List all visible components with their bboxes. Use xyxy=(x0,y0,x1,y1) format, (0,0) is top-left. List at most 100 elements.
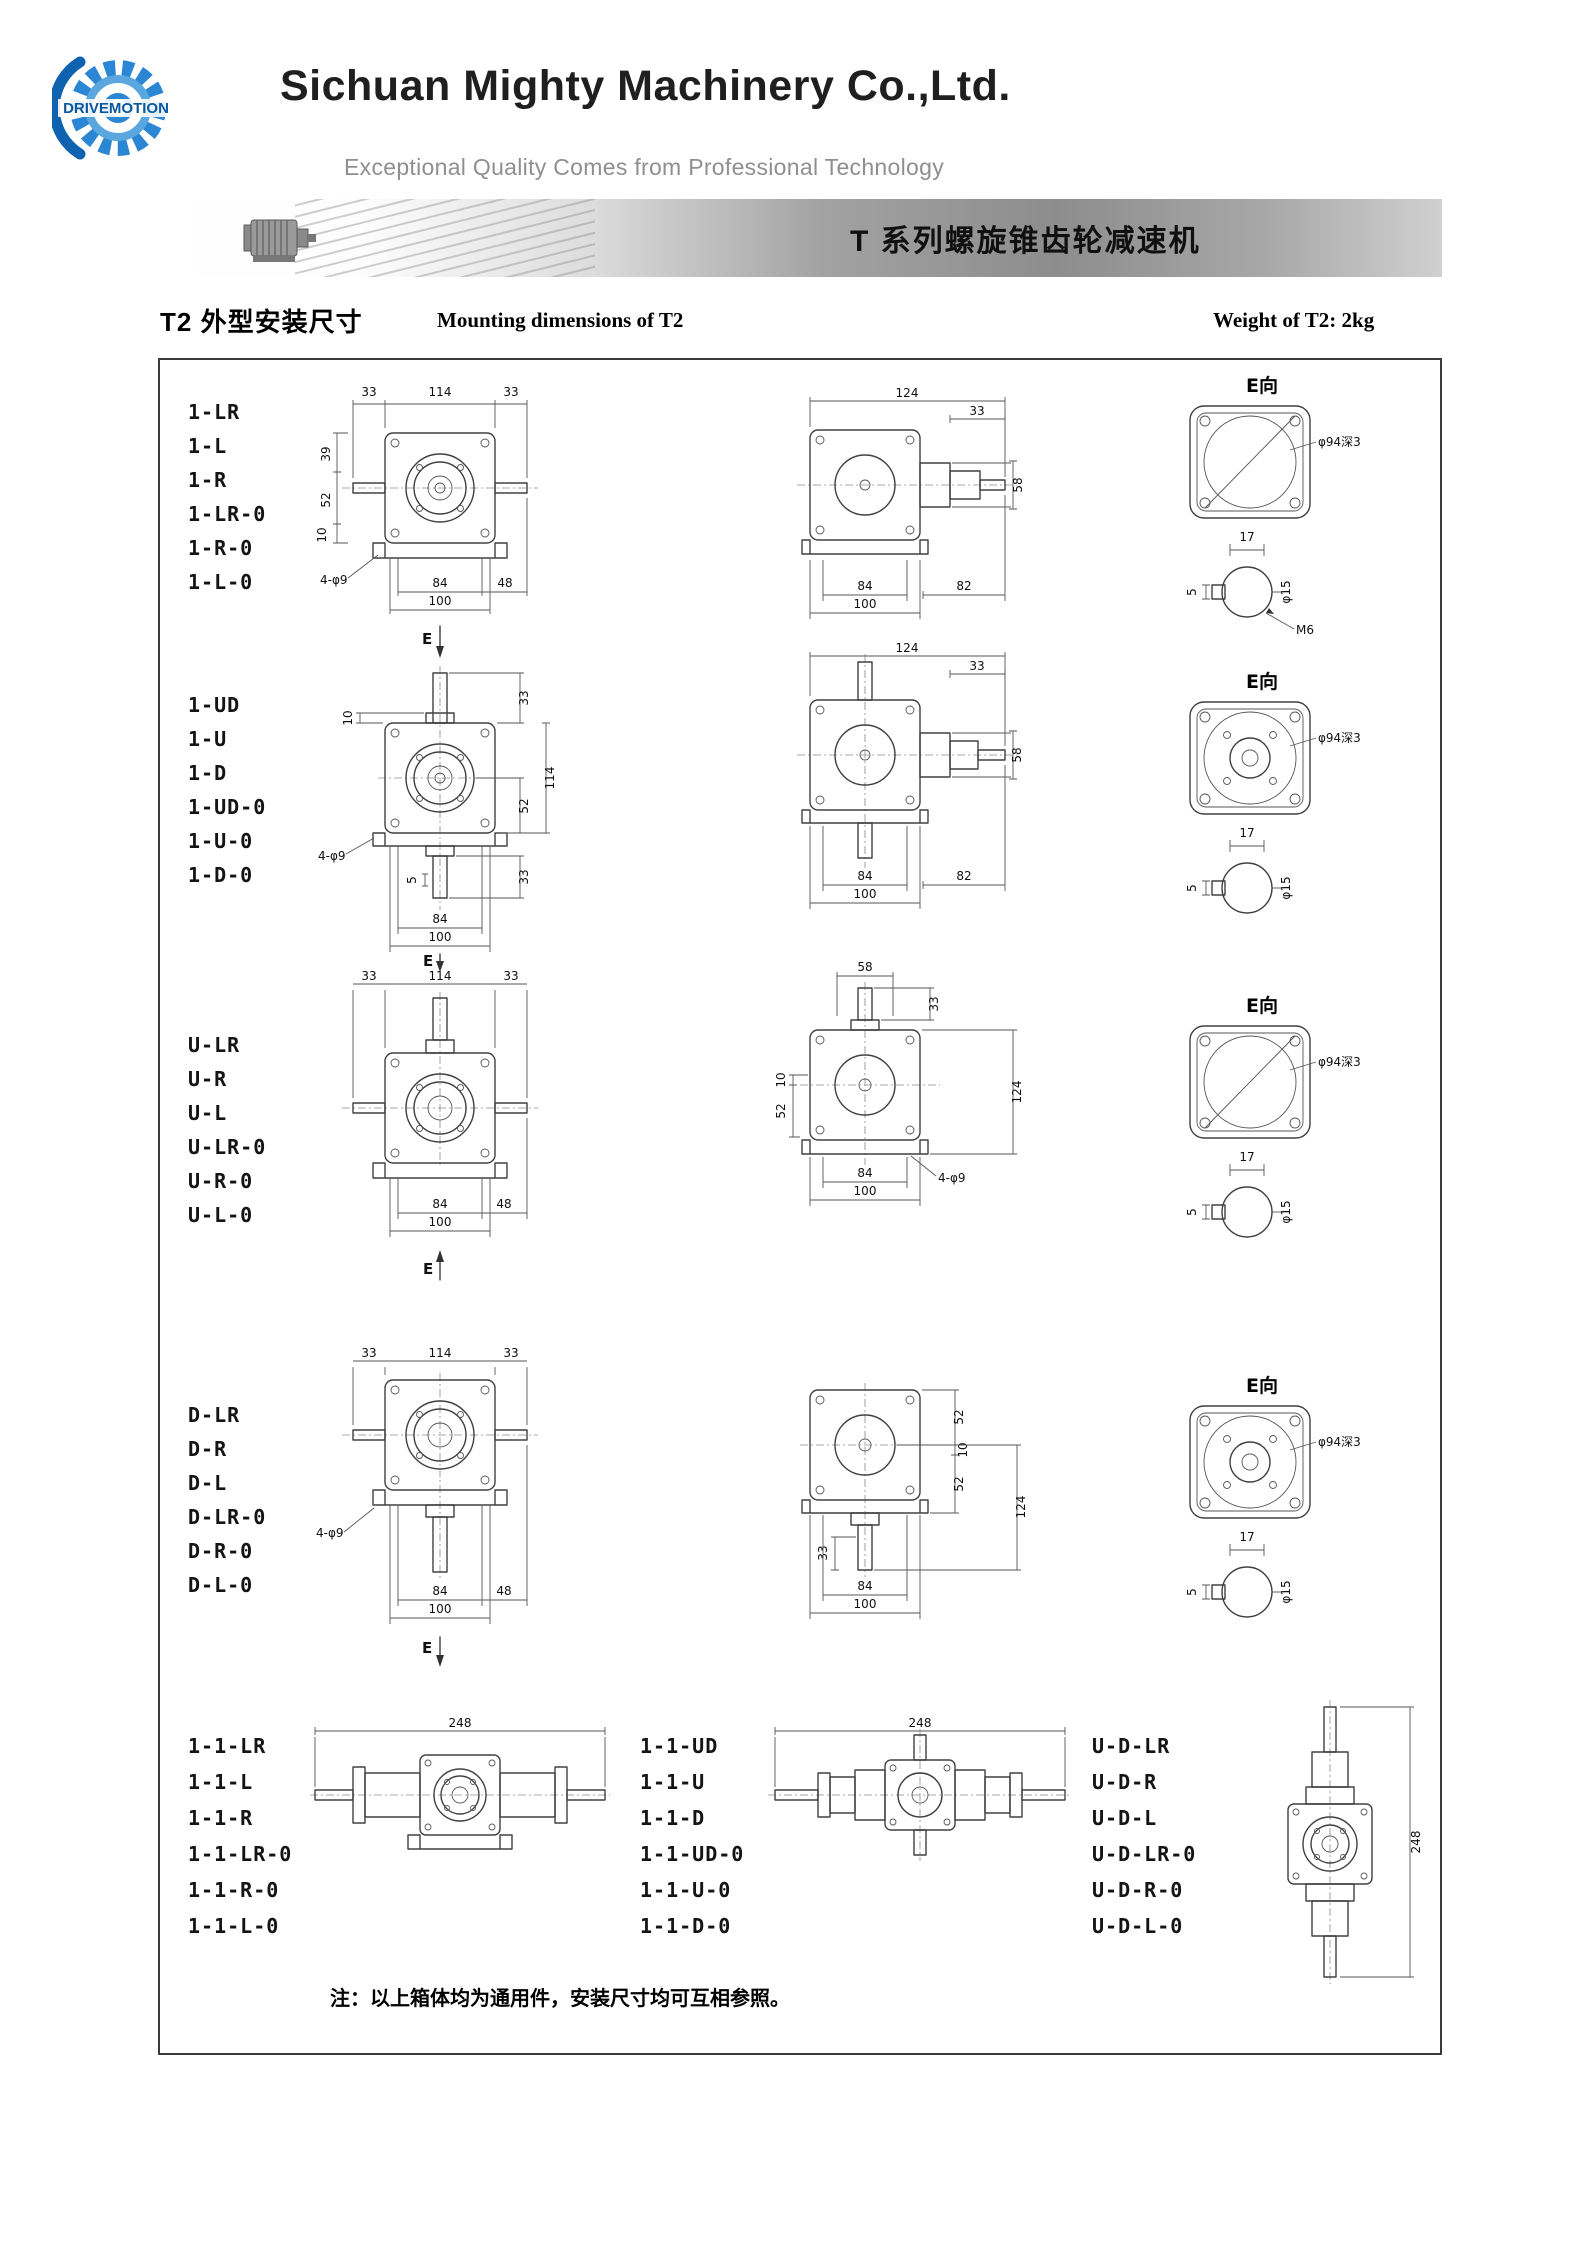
dim-label: 58 xyxy=(857,960,872,974)
dim-label: 84 xyxy=(432,1584,447,1598)
variant-label: U-L-0 xyxy=(188,1203,254,1227)
dim-label: 248 xyxy=(449,1716,472,1730)
shaft-end-detail xyxy=(1211,1186,1273,1238)
e-view-title: E向 xyxy=(1246,1374,1278,1397)
dim-label: 84 xyxy=(857,1579,872,1593)
dimensions: 248 xyxy=(1340,1706,1423,1978)
drawings-box xyxy=(158,358,1442,2055)
e-view-title: E向 xyxy=(1246,670,1278,693)
dimensions: 33 114 33 84 48 100 E xyxy=(352,969,528,1281)
dim-label: 100 xyxy=(854,887,877,901)
variant-labels-row3: U-LR U-R U-L U-LR-0 U-R-0 U-L-0 xyxy=(188,1028,266,1232)
drawing-dlr-side-view: 52 10 52 124 33 84 100 xyxy=(800,1383,1028,1619)
e-direction-label: E xyxy=(423,1260,433,1278)
company-name: Sichuan Mighty Machinery Co.,Ltd. xyxy=(280,62,1011,110)
drawing-ulr-front-view: 33 114 33 84 48 100 E xyxy=(342,969,538,1281)
drawing-11lr-view: 248 xyxy=(310,1716,610,1850)
dim-label: 84 xyxy=(857,1166,872,1180)
banner-stripes xyxy=(295,199,595,277)
dim-label: 124 xyxy=(1014,1496,1028,1519)
dim-label: 84 xyxy=(432,912,447,926)
dim-label: 100 xyxy=(429,1215,452,1229)
variant-label: 1-1-UD-0 xyxy=(640,1842,745,1866)
dim-label: 33 xyxy=(969,404,984,418)
drawing-dlr-e-view: E向 φ94深3 17 5 φ15 xyxy=(1185,1374,1361,1618)
dim-label: 100 xyxy=(854,597,877,611)
variant-label: U-R xyxy=(188,1067,228,1091)
variant-label: U-D-LR xyxy=(1092,1734,1171,1758)
dimensions: 248 xyxy=(314,1716,606,1787)
dim-label: 52 xyxy=(319,492,333,507)
gearbox-geometry xyxy=(800,982,940,1165)
variant-label: 1-D-0 xyxy=(188,863,254,887)
dim-label: 17 xyxy=(1239,1150,1254,1164)
weight-label: Weight of T2: 2kg xyxy=(1213,308,1375,332)
drawing-1lr-front-view: 33 114 33 39 52 10 4-φ9 84 48 100 E xyxy=(315,385,538,658)
dim-label: 33 xyxy=(927,996,941,1011)
dim-label: 17 xyxy=(1239,1530,1254,1544)
dim-label: 33 xyxy=(503,385,518,399)
dim-label: 248 xyxy=(1409,1831,1423,1854)
variant-label: 1-1-LR-0 xyxy=(188,1842,293,1866)
gearbox-geometry xyxy=(768,1729,1072,1861)
flange-face xyxy=(1189,1405,1311,1519)
variant-labels-row5-group1: 1-1-LR 1-1-L 1-1-R 1-1-LR-0 1-1-R-0 1-1-… xyxy=(188,1728,292,1944)
variant-labels-row4: D-LR D-R D-L D-LR-0 D-R-0 D-L-0 xyxy=(188,1398,266,1602)
gearbox-geometry xyxy=(1287,1700,1373,1984)
drawing-dlr-front-view: 33 114 33 4-φ9 84 48 100 E xyxy=(316,1346,538,1667)
variant-labels-row5-group3: U-D-LR U-D-R U-D-L U-D-LR-0 U-D-R-0 U-D-… xyxy=(1092,1728,1196,1944)
variant-label: 1-1-U-0 xyxy=(640,1878,732,1902)
gearbox-geometry xyxy=(342,992,538,1179)
dim-label: 48 xyxy=(496,1584,511,1598)
dim-label: 48 xyxy=(496,1197,511,1211)
dim-label: 100 xyxy=(429,1602,452,1616)
e-direction-label: E xyxy=(422,630,432,648)
dimensions: 124 33 58 84 82 100 xyxy=(809,641,1024,909)
dim-label: 114 xyxy=(429,1346,452,1360)
gearbox-geometry xyxy=(342,1373,538,1580)
dim-label: 5 xyxy=(1185,1208,1199,1216)
dim-label: 10 xyxy=(315,527,329,542)
variant-label: U-D-R xyxy=(1092,1770,1158,1794)
variant-label: 1-L-0 xyxy=(188,570,254,594)
variant-label: 1-1-LR xyxy=(188,1734,267,1758)
variant-label: U-R-0 xyxy=(188,1169,254,1193)
dim-label: 10 xyxy=(956,1442,970,1457)
variant-label: U-L xyxy=(188,1101,228,1125)
flange-face xyxy=(1189,701,1311,815)
drawing-1ud-e-view: E向 φ94深3 17 5 φ15 xyxy=(1185,670,1361,914)
product-banner: T 系列螺旋锥齿轮减速机 xyxy=(155,199,1442,277)
dim-label: φ94深3 xyxy=(1318,731,1361,745)
motor-icon xyxy=(243,219,316,262)
variant-labels-row5-group2: 1-1-UD 1-1-U 1-1-D 1-1-UD-0 1-1-U-0 1-1-… xyxy=(640,1728,744,1944)
variant-label: D-R-0 xyxy=(188,1539,254,1563)
variant-label: 1-R xyxy=(188,468,228,492)
drawing-ulr-e-view: E向 φ94深3 17 5 φ15 xyxy=(1185,994,1361,1238)
dim-label: 5 xyxy=(405,876,419,884)
dim-label: φ94深3 xyxy=(1318,435,1361,449)
dim-label: 52 xyxy=(517,798,531,813)
dimensions: 124 33 58 84 82 100 xyxy=(809,386,1025,619)
variant-label: D-L-0 xyxy=(188,1573,254,1597)
section-title-en: Mounting dimensions of T2 xyxy=(437,308,684,332)
drawing-1lr-side-view: 124 33 58 84 82 100 xyxy=(797,386,1025,619)
variant-label: U-D-LR-0 xyxy=(1092,1842,1197,1866)
variant-label: 1-1-L-0 xyxy=(188,1914,280,1938)
dim-label: 52 xyxy=(952,1476,966,1491)
tagline: Exceptional Quality Comes from Professio… xyxy=(344,154,945,180)
shaft-end-detail xyxy=(1211,862,1273,914)
variant-label: U-LR xyxy=(188,1033,241,1057)
e-view-title: E向 xyxy=(1246,994,1278,1017)
variant-label: 1-D xyxy=(188,761,228,785)
drawing-ud-vertical-view: 248 xyxy=(1287,1700,1423,1984)
dim-label: 33 xyxy=(517,869,531,884)
dim-label: 4-φ9 xyxy=(938,1171,966,1185)
drawing-1ud-front-view: 33 114 52 33 10 4-φ9 5 84 100 E xyxy=(318,666,557,972)
dim-label: 124 xyxy=(896,641,919,655)
dim-label: 33 xyxy=(503,1346,518,1360)
dim-label: 52 xyxy=(952,1409,966,1424)
dim-label: 33 xyxy=(969,659,984,673)
dim-label: 114 xyxy=(429,385,452,399)
dim-label: 17 xyxy=(1239,826,1254,840)
